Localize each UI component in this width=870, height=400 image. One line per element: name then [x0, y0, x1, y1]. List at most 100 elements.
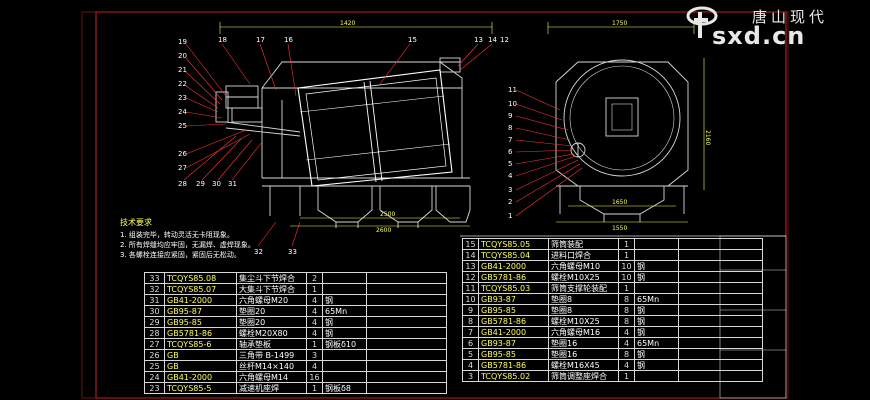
bom-cell-remark — [678, 370, 763, 382]
bom-cell-part-name: 螺栓M10X25 — [548, 315, 619, 327]
bom-cell-part-name: 螺栓M16X45 — [548, 359, 619, 371]
leader-label: 24 — [178, 108, 187, 116]
notes-title: 技术要求 — [120, 218, 152, 227]
leader-label: 9 — [508, 112, 512, 120]
dim-front-mid-a: 2500 — [380, 211, 395, 218]
bom-cell-remark — [366, 272, 447, 284]
bom-cell-part-name: 大集斗下节焊合 — [236, 283, 307, 295]
bom-cell-material: 钢 — [634, 359, 679, 371]
bom-cell-part-code: TCQYS85-6 — [164, 338, 237, 350]
bom-cell-part-name: 三角带 B-1499 — [236, 349, 307, 361]
leader-label: 28 — [178, 180, 187, 188]
leader-label: 5 — [508, 160, 512, 168]
bom-cell-material: 钢 — [634, 304, 679, 316]
bom-cell-material — [634, 370, 679, 382]
bom-cell-remark — [366, 327, 447, 339]
dimension-labels: 1420 2500 2600 1750 2160 1650 1550 — [340, 20, 711, 234]
bom-cell-part-code: TCQYS85.03 — [478, 282, 549, 294]
leader-label: 1 — [508, 212, 512, 220]
dim-side-bottom: 1550 — [612, 225, 627, 232]
leader-label: 11 — [508, 86, 517, 94]
bom-cell-number: 24 — [144, 371, 165, 383]
leader-label: 22 — [178, 80, 187, 88]
technical-notes: 技术要求 1. 组装完毕，转动灵活无卡阻现象。 2. 所有焊缝均应牢固，无漏焊、… — [120, 218, 255, 260]
bom-cell-quantity: 4 — [618, 326, 635, 338]
logo-latin-text: sxd.cn — [712, 22, 806, 50]
leader-label: 30 — [212, 180, 221, 188]
bom-cell-number: 23 — [144, 382, 165, 394]
bom-cell-number: 25 — [144, 360, 165, 372]
bom-cell-number: 12 — [462, 271, 479, 283]
bom-cell-remark — [366, 360, 447, 372]
bom-cell-quantity: 8 — [618, 348, 635, 360]
dim-front-mid-b: 2600 — [376, 227, 391, 234]
bom-cell-number: 31 — [144, 294, 165, 306]
bom-cell-material: 钢 — [322, 294, 367, 306]
bom-cell-quantity: 10 — [618, 260, 635, 272]
bom-cell-remark — [366, 294, 447, 306]
bom-cell-material: 65Mn — [634, 337, 679, 349]
bom-cell-number: 9 — [462, 304, 479, 316]
leader-label: 23 — [178, 94, 187, 102]
bom-cell-part-name: 垫圈16 — [548, 337, 619, 349]
bom-cell-part-code: GB5781-86 — [164, 327, 237, 339]
leader-label: 27 — [178, 164, 187, 172]
bom-cell-part-code: TCQYS85.04 — [478, 249, 549, 261]
bom-cell-number: 15 — [462, 238, 479, 250]
bom-cell-material: 钢 — [322, 316, 367, 328]
bom-cell-part-code: GB95-85 — [478, 348, 549, 360]
bom-cell-material: 钢板δ10 — [322, 338, 367, 350]
bom-cell-quantity: 4 — [306, 360, 323, 372]
bom-cell-material — [322, 360, 367, 372]
bom-cell-remark — [366, 349, 447, 361]
bom-cell-quantity: 1 — [306, 382, 323, 394]
bom-cell-number: 11 — [462, 282, 479, 294]
bom-cell-quantity: 4 — [618, 359, 635, 371]
bom-cell-part-name: 六角螺母M16 — [548, 326, 619, 338]
bom-cell-remark — [678, 271, 763, 283]
bom-cell-number: 6 — [462, 337, 479, 349]
leader-number-labels: 19 20 21 22 23 24 25 26 27 28 29 30 31 1… — [178, 36, 517, 256]
bom-cell-quantity: 4 — [618, 337, 635, 349]
leader-label: 7 — [508, 136, 512, 144]
leader-label: 33 — [288, 248, 297, 256]
bom-cell-part-code: GB95-85 — [164, 316, 237, 328]
bom-cell-number: 32 — [144, 283, 165, 295]
bom-cell-part-code: GB95-85 — [478, 304, 549, 316]
bom-cell-part-name: 六角螺母M14 — [236, 371, 307, 383]
bom-cell-material: 钢 — [322, 327, 367, 339]
bom-cell-part-code: GB93-87 — [478, 293, 549, 305]
bom-cell-quantity: 16 — [306, 371, 323, 383]
bom-cell-quantity: 1 — [618, 282, 635, 294]
leader-label: 21 — [178, 66, 187, 74]
bom-cell-material — [634, 238, 679, 250]
leader-label: 31 — [228, 180, 237, 188]
leader-label: 16 — [284, 36, 293, 44]
bom-cell-quantity: 4 — [306, 305, 323, 317]
bom-cell-part-code: TCQYS85.07 — [164, 283, 237, 295]
bom-cell-quantity: 1 — [618, 238, 635, 250]
bom-cell-quantity: 3 — [306, 349, 323, 361]
leader-label: 12 — [500, 36, 509, 44]
bom-cell-quantity: 2 — [306, 272, 323, 284]
bom-cell-number: 33 — [144, 272, 165, 284]
bom-cell-part-name: 螺栓M10X25 — [548, 271, 619, 283]
bom-cell-remark — [366, 305, 447, 317]
bom-cell-remark — [366, 338, 447, 350]
bom-cell-remark — [678, 304, 763, 316]
bom-cell-remark — [366, 316, 447, 328]
bom-cell-number: 28 — [144, 327, 165, 339]
